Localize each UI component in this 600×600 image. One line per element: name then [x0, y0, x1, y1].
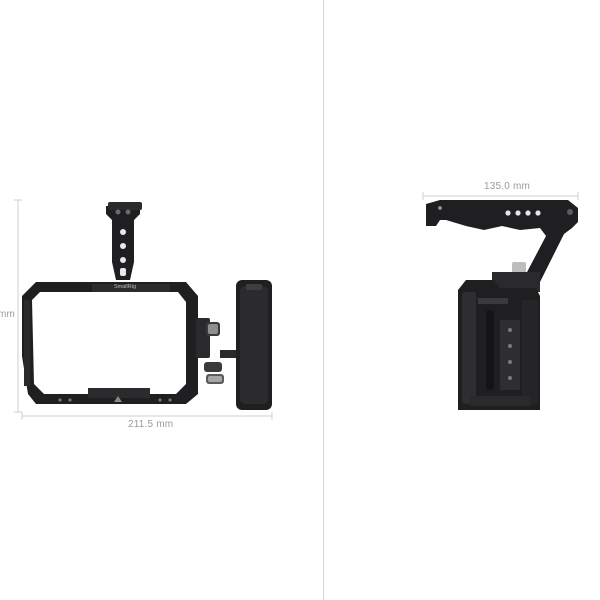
side-cage-body [458, 280, 540, 410]
height-dimension-label: mm [0, 309, 16, 320]
front-brand-text: SmallRig [114, 284, 136, 290]
cage-frame [22, 282, 198, 404]
height-dimension-line [14, 199, 22, 413]
side-top-handle [426, 200, 578, 282]
front-view-cage-drawing: SmallRig [14, 199, 273, 420]
view-divider [323, 0, 324, 600]
side-connector-knobs [196, 318, 238, 384]
side-width-dimension-label: 135.0 mm [484, 181, 531, 192]
side-mount-block [492, 262, 540, 292]
top-handle-arm [106, 202, 142, 280]
width-dimension-line [21, 412, 273, 420]
side-hand-grip [236, 280, 272, 410]
width-dimension-label: 211.5 mm [128, 419, 174, 430]
side-width-dimension-line [422, 192, 579, 200]
